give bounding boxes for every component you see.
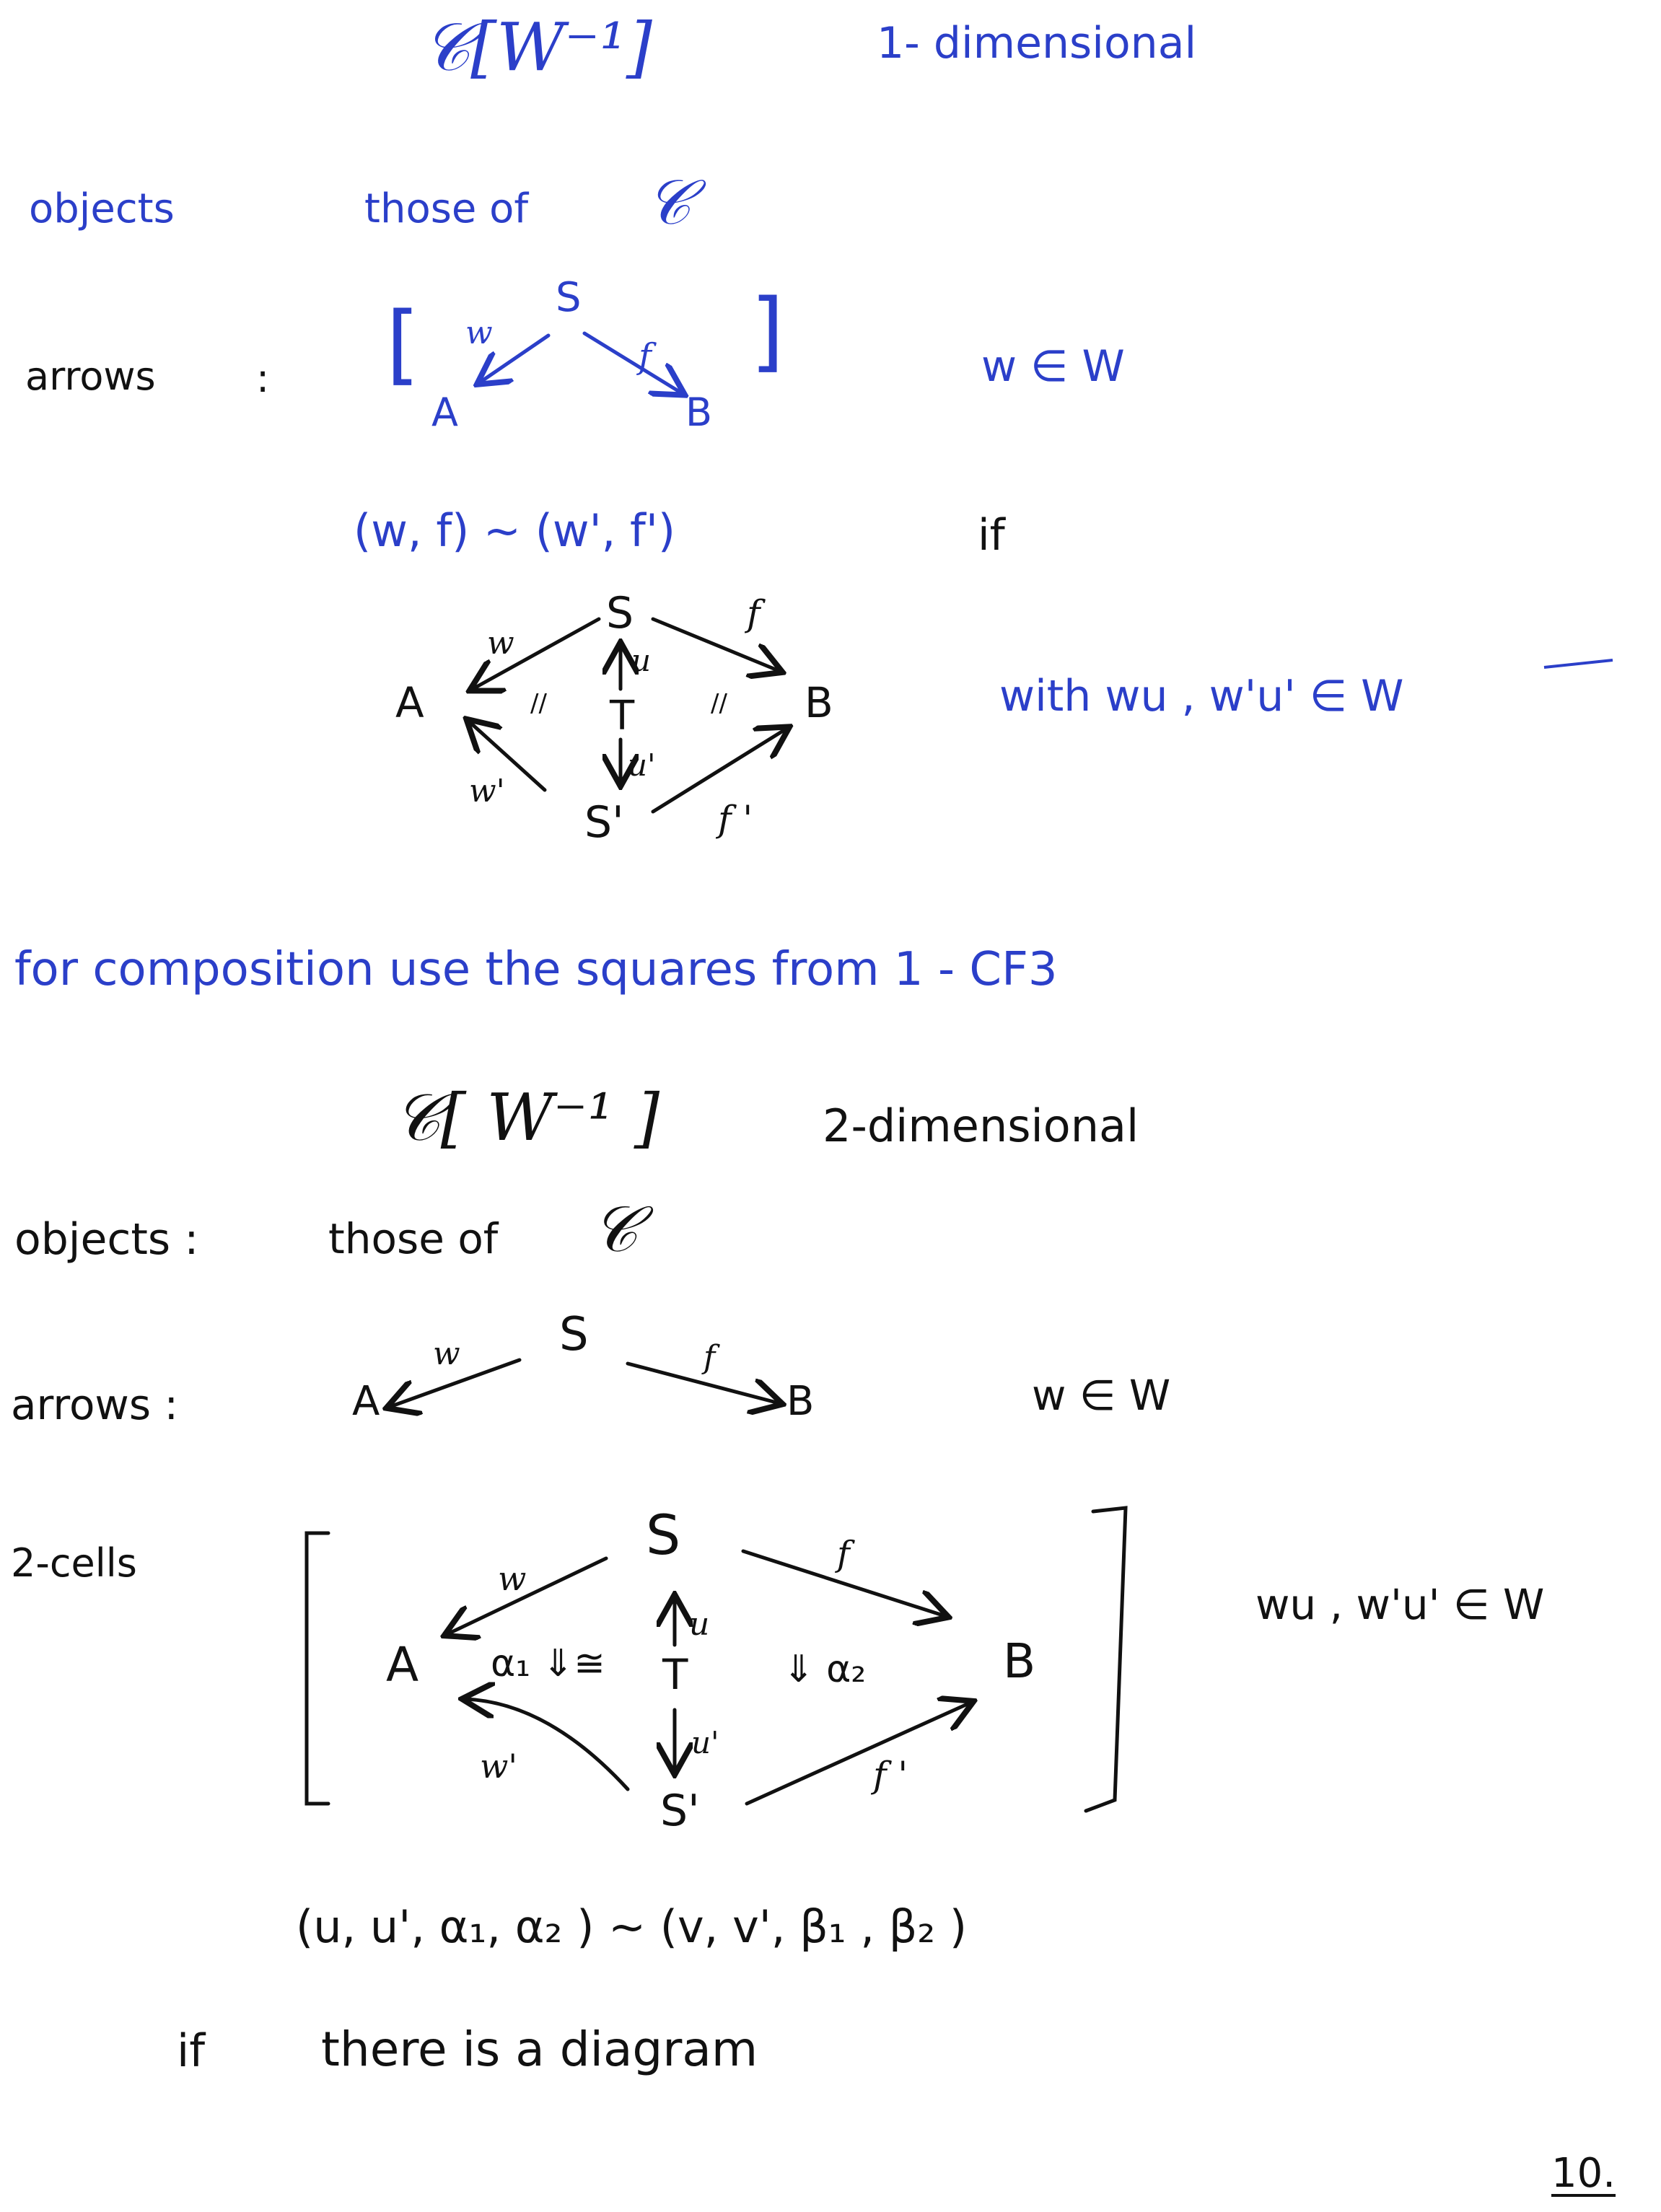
objects-label-1d: objects	[29, 185, 175, 232]
category-C-1d: 𝒞	[646, 167, 691, 239]
diagram1-label-w: w	[487, 625, 514, 662]
arrows-label-2d: arrows :	[11, 1380, 179, 1429]
composition-note: for composition use the squares from 1 -…	[14, 943, 1058, 996]
diagram1-label-w-prime: w'	[469, 773, 505, 809]
objects-label-2d: objects :	[14, 1214, 199, 1265]
equivalence-relation-1d: (w, f) ~ (w', f')	[354, 504, 676, 557]
span1-arrow-w	[480, 333, 551, 382]
heading-1-dimensional: 1- dimensional	[877, 18, 1197, 69]
equivalence-relation-2d: (u, u', α₁, α₂ ) ~ (v, v', β₁ , β₂ )	[296, 1900, 968, 1953]
diagram2-label-u-prime: u'	[691, 1725, 719, 1760]
span2-node-S: S	[559, 1308, 589, 1361]
diagram1-equals-right: //	[711, 689, 727, 718]
w-in-W-1d: w ∈ W	[981, 341, 1125, 392]
w-in-W-2d: w ∈ W	[1032, 1371, 1171, 1420]
bracket-left	[304, 1531, 330, 1806]
span2-node-A: A	[352, 1378, 380, 1425]
span1-arrow-f	[582, 331, 682, 393]
heading-localization-2d: 𝒞[ W⁻¹ ]	[393, 1080, 660, 1156]
if-label-2d: if	[177, 2024, 206, 2077]
diagram1-equals-left: //	[530, 689, 547, 718]
diagram1-arrow-w	[473, 617, 601, 689]
diagram2-node-S-prime: S'	[660, 1786, 700, 1836]
diagram1-arrow-w-prime	[469, 721, 547, 792]
diagram2-node-S: S	[646, 1503, 681, 1567]
w-underline-decoration	[1543, 659, 1613, 669]
diagram2-arrow-w-prime	[465, 1699, 630, 1791]
span-label-w: w	[465, 315, 493, 351]
diagram2-brackets	[304, 1506, 1128, 1813]
diagram2-cell-alpha1: α₁ ⇓≅	[491, 1642, 605, 1685]
diagram1-node-B: B	[805, 678, 833, 727]
bracket-right	[1084, 1506, 1128, 1813]
objects-description-1d: those of	[364, 185, 529, 232]
diagram2-arrow-f	[741, 1549, 945, 1616]
span-node-B: B	[685, 390, 713, 435]
diagram2-arrow-f-prime	[745, 1703, 970, 1806]
span2-arrows	[390, 1358, 779, 1407]
diagram1-node-T: T	[610, 693, 635, 739]
category-C-2d: 𝒞	[592, 1192, 639, 1266]
diagram2-label-w-prime: w'	[480, 1747, 518, 1786]
diagram2-arrows	[447, 1549, 970, 1806]
diagram1-node-A: A	[395, 678, 424, 727]
heading-2-dimensional: 2-dimensional	[823, 1100, 1139, 1152]
with-condition-1d: with wu , w'u' ∈ W	[999, 671, 1404, 721]
span1-arrows	[480, 331, 682, 393]
if-label-1d: if	[978, 510, 1005, 561]
diagram1-arrow-f-prime	[651, 729, 786, 814]
span2-arrow-w	[390, 1358, 522, 1407]
diagram1-node-S: S	[606, 588, 634, 638]
two-cells-condition: wu , w'u' ∈ W	[1255, 1580, 1545, 1629]
diagram2-arrow-w	[447, 1556, 608, 1634]
arrows-label-1d: arrows	[25, 354, 156, 399]
page-number: 10.	[1551, 2150, 1616, 2197]
diagram2-node-A: A	[386, 1637, 419, 1693]
diagram1-label-f-prime: f '	[718, 798, 753, 840]
heading-localization-1d: 𝒞[W⁻¹]	[422, 9, 652, 86]
diagram-existence-note: there is a diagram	[321, 2022, 758, 2077]
span-bracket-close: ]	[750, 281, 784, 382]
span2-label-f: f	[704, 1339, 716, 1376]
span-node-S: S	[556, 274, 582, 321]
span-node-A: A	[431, 390, 458, 435]
span2-arrow-f	[626, 1361, 779, 1403]
diagram2-label-f: f	[837, 1534, 850, 1574]
objects-description-2d: those of	[328, 1214, 499, 1263]
diagram2-label-f-prime: f '	[873, 1754, 908, 1796]
span2-node-B: B	[786, 1378, 815, 1425]
diagram2-cell-alpha2: ⇓ α₂	[783, 1648, 867, 1691]
two-cells-label: 2-cells	[11, 1540, 137, 1586]
diagram1-arrows	[469, 617, 786, 814]
diagram1-arrow-f	[651, 617, 779, 671]
arrows-colon-1d: :	[256, 356, 270, 401]
diagram2-label-w: w	[498, 1559, 527, 1598]
span-bracket-open: [	[386, 294, 420, 395]
span2-label-w: w	[433, 1335, 460, 1372]
diagram1-label-f: f	[747, 592, 761, 634]
diagram2-node-T: T	[662, 1650, 688, 1699]
diagram2-node-B: B	[1003, 1633, 1036, 1689]
diagram1-node-S-prime: S'	[584, 797, 624, 848]
